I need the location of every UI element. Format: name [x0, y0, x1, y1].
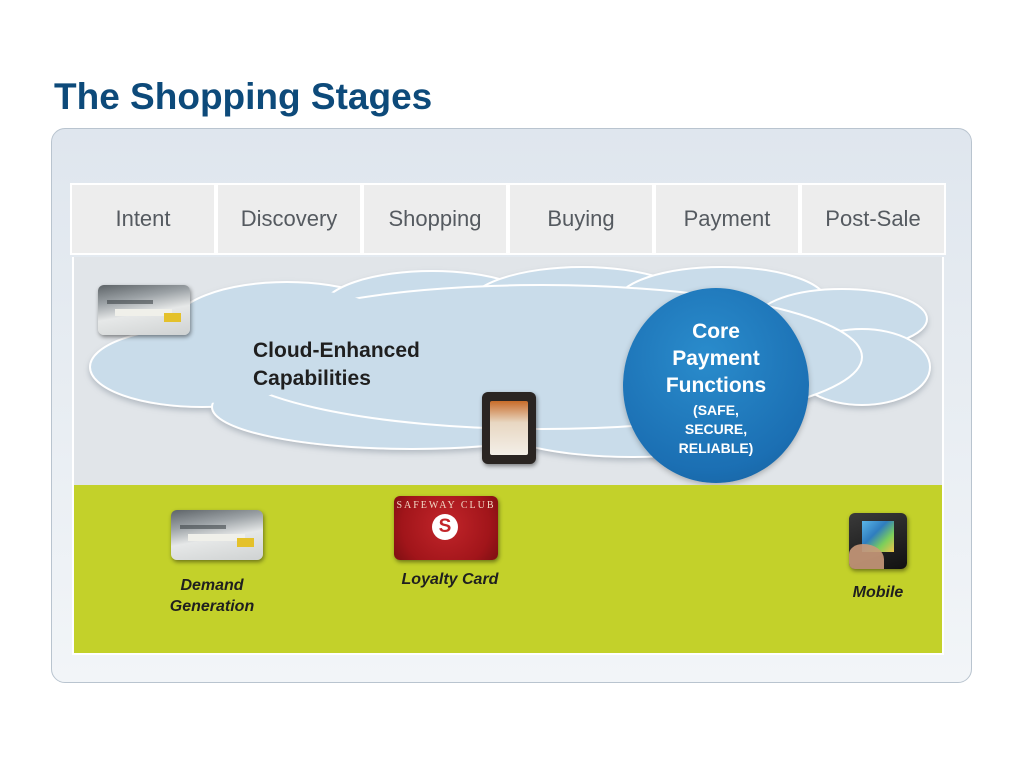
demand-screen-thumbnail	[98, 285, 190, 335]
core-sub-line-3: RELIABLE)	[678, 440, 754, 456]
demand-generation-label: Demand Generation	[152, 575, 272, 617]
phone-thumbnail	[482, 392, 536, 464]
mobile-thumbnail	[849, 513, 907, 569]
core-payment-circle: Core Payment Functions (SAFE, SECURE, RE…	[623, 288, 809, 483]
core-line-1: Core	[692, 320, 740, 343]
mobile-label: Mobile	[852, 584, 904, 601]
cloud-label-line-1: Cloud-Enhanced	[253, 339, 420, 362]
core-sub-line-2: SECURE,	[684, 421, 748, 437]
loyalty-card-label: Loyalty Card	[401, 571, 499, 588]
demand-label-line-2: Generation	[169, 598, 255, 615]
demand-label-line-1: Demand	[180, 577, 244, 594]
stage-post-sale: Post-Sale	[802, 185, 944, 253]
core-sub-line-1: (SAFE,	[693, 402, 739, 418]
core-line-3: Functions	[665, 374, 767, 397]
loyalty-card-image: SAFEWAY CLUB S	[394, 496, 498, 560]
cloud-label-line-2: Capabilities	[253, 367, 371, 390]
stage-buying: Buying	[510, 185, 652, 253]
stage-discovery: Discovery	[218, 185, 360, 253]
stage-header-row: Intent Discovery Shopping Buying Payment…	[70, 183, 946, 255]
core-line-2: Payment	[672, 347, 760, 370]
cloud-label: Cloud-Enhanced Capabilities	[253, 337, 473, 393]
demand-generation-thumbnail	[171, 510, 263, 560]
stage-shopping: Shopping	[364, 185, 506, 253]
stage-payment: Payment	[656, 185, 798, 253]
loyalty-card-text: SAFEWAY CLUB	[396, 500, 496, 511]
safeway-logo-icon: S	[432, 514, 458, 540]
stage-intent: Intent	[72, 185, 214, 253]
slide-title: The Shopping Stages	[54, 76, 433, 117]
